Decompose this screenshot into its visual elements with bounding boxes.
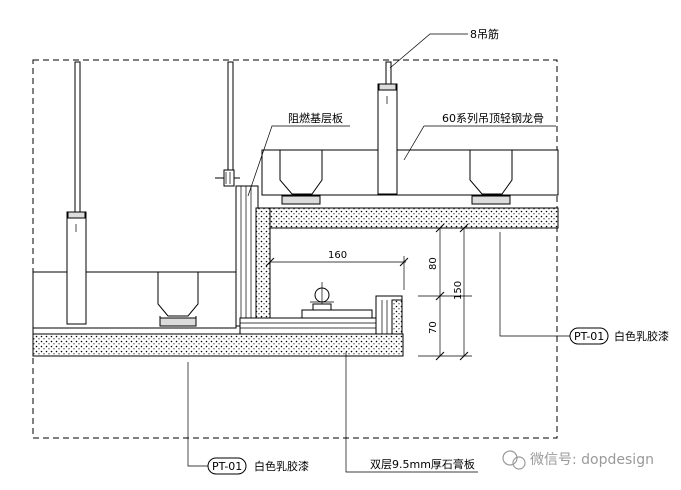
dimension-160: 160 (265, 250, 409, 290)
dim-70-label: 70 (428, 321, 439, 334)
label-hanger-rod: 8吊筋 (470, 27, 499, 41)
section-boundary (32, 59, 558, 439)
leader-fire-board (247, 125, 350, 197)
dim-80-label: 80 (428, 257, 439, 270)
left-hanger-clip (66, 211, 87, 325)
threaded-rod-nut (215, 169, 240, 187)
leader-finish-bottom (187, 362, 208, 467)
finish-text-right: 白色乳胶漆 (614, 329, 669, 343)
light-fixture (301, 282, 373, 319)
leader-gypsum (345, 352, 478, 473)
watermark: 微信号: dopdesign (502, 450, 654, 470)
left-main-keel (32, 271, 237, 329)
label-keel: 60系列吊顶轻钢龙骨 (442, 111, 544, 125)
label-gypsum: 双层9.5mm厚石膏板 (370, 457, 475, 471)
label-fire-board: 阻燃基层板 (288, 111, 343, 125)
dim-160-label: 160 (328, 250, 347, 261)
finish-code-box-right (569, 327, 609, 345)
right-secondary-keel-1 (279, 149, 323, 205)
finish-code-box-bottom (207, 457, 247, 475)
leader-hanger-rod (389, 33, 468, 69)
wechat-icon (502, 450, 518, 466)
leader-finish-right (499, 232, 570, 337)
finish-text-bottom: 白色乳胶漆 (254, 459, 309, 473)
fire-board-vertical (235, 185, 259, 327)
right-hanger-clip (377, 83, 398, 195)
gypsum-lower (32, 333, 404, 357)
watermark-text: 微信号: dopdesign (530, 452, 654, 468)
fire-board-bottom (239, 317, 381, 335)
leader-keel (403, 125, 556, 161)
dim-150-label: 150 (453, 281, 464, 300)
trough-lip (375, 295, 403, 337)
right-secondary-keel-2 (469, 149, 513, 205)
finish-code-bottom: PT-01 (212, 460, 242, 473)
finish-code-right: PT-01 (574, 330, 604, 343)
gypsum-upper (255, 207, 559, 229)
dimension-vertical: 80 150 70 (418, 223, 472, 361)
left-secondary-keel (157, 271, 199, 327)
